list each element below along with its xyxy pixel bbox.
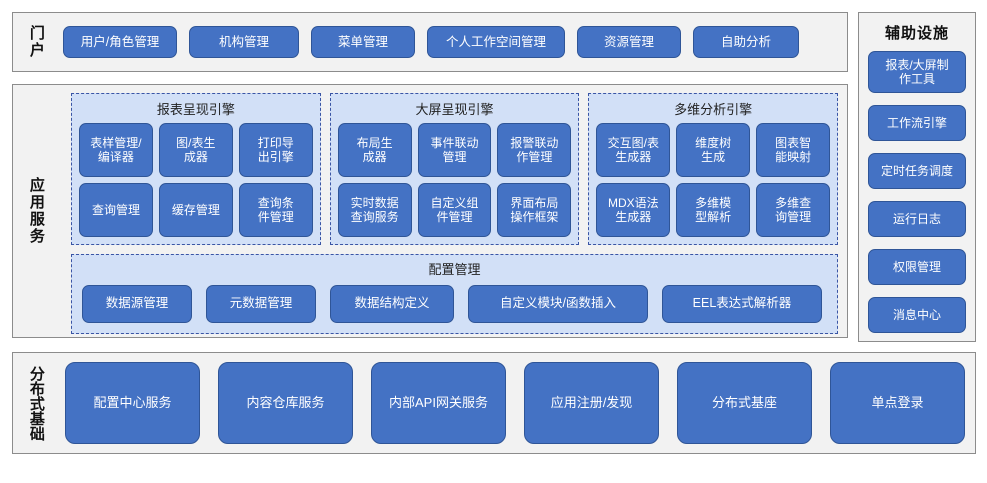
- dist-item-internal-api-gateway-service[interactable]: 内部API网关服务: [371, 362, 506, 444]
- dist-item-application-registration-discovery[interactable]: 应用注册/发现: [524, 362, 659, 444]
- aux-item-message-center[interactable]: 消息中心: [868, 297, 966, 333]
- aux-item-scheduled-task-scheduler[interactable]: 定时任务调度: [868, 153, 966, 189]
- engine-title: 多维分析引擎: [674, 102, 753, 117]
- distributed-foundation-item-list: 配置中心服务 内容仓库服务 内部API网关服务 应用注册/发现 分布式基座 单点…: [65, 362, 965, 444]
- portal-section-label: 门户: [27, 25, 45, 59]
- engine-item-mdx-syntax-generator[interactable]: MDX语法 生成器: [596, 183, 671, 237]
- application-service-section: 应用服务 报表呈现引擎 表样管理/ 编译器 图/表生 成器 打印导 出引擎 查询…: [12, 84, 848, 338]
- portal-item-list: 用户/角色管理 机构管理 菜单管理 个人工作空间管理 资源管理 自助分析: [63, 13, 841, 71]
- auxiliary-facilities-section: 辅助设施 报表/大屏制 作工具 工作流引擎 定时任务调度 运行日志 权限管理 消…: [858, 12, 976, 342]
- engine-title: 报表呈现引擎: [156, 102, 235, 117]
- configuration-management-group: 配置管理 数据源管理 元数据管理 数据结构定义 自定义模块/函数插入 EEL表达…: [71, 254, 838, 334]
- engine-title: 大屏呈现引擎: [415, 102, 494, 117]
- config-item-metadata-management[interactable]: 元数据管理: [206, 284, 316, 323]
- auxiliary-facilities-item-list: 报表/大屏制 作工具 工作流引擎 定时任务调度 运行日志 权限管理 消息中心: [868, 51, 966, 333]
- engine-report-rendering: 报表呈现引擎 表样管理/ 编译器 图/表生 成器 打印导 出引擎 查询管理 缓存…: [71, 93, 321, 245]
- portal-item-menu-management[interactable]: 菜单管理: [311, 26, 415, 58]
- config-item-custom-module-function-insertion[interactable]: 自定义模块/函数插入: [468, 284, 648, 323]
- application-service-section-label: 应用服务: [27, 177, 45, 245]
- engine-item-grid: 交互图/表 生成器 维度树 生成 图表智 能映射 MDX语法 生成器 多维模 型…: [596, 123, 831, 237]
- aux-item-runtime-log[interactable]: 运行日志: [868, 201, 966, 237]
- engine-item-chart-smart-mapping[interactable]: 图表智 能映射: [756, 123, 831, 177]
- portal-item-user-role-management[interactable]: 用户/角色管理: [63, 26, 177, 58]
- distributed-foundation-section-label: 分布式基础: [27, 365, 45, 441]
- engine-item-event-linkage-management[interactable]: 事件联动 管理: [417, 123, 492, 177]
- engine-item-grid: 表样管理/ 编译器 图/表生 成器 打印导 出引擎 查询管理 缓存管理 查询条 …: [79, 123, 313, 237]
- config-item-datasource-management[interactable]: 数据源管理: [82, 284, 192, 323]
- engine-item-multidimensional-query-management[interactable]: 多维查 询管理: [756, 183, 831, 237]
- config-item-data-structure-definition[interactable]: 数据结构定义: [330, 284, 454, 323]
- engine-item-multidimensional-model-parsing[interactable]: 多维模 型解析: [676, 183, 751, 237]
- dist-item-distributed-base[interactable]: 分布式基座: [677, 362, 812, 444]
- aux-item-report-dashboard-authoring-tool[interactable]: 报表/大屏制 作工具: [868, 51, 966, 93]
- dist-item-single-sign-on[interactable]: 单点登录: [830, 362, 965, 444]
- config-item-eel-expression-parser[interactable]: EEL表达式解析器: [662, 284, 822, 323]
- engine-item-ui-layout-operation-framework[interactable]: 界面布局 操作框架: [497, 183, 572, 237]
- portal-item-organization-management[interactable]: 机构管理: [189, 26, 299, 58]
- engine-item-layout-generator[interactable]: 布局生 成器: [337, 123, 412, 177]
- engine-multidimensional-analysis: 多维分析引擎 交互图/表 生成器 维度树 生成 图表智 能映射 MDX语法 生成…: [588, 93, 839, 245]
- engine-item-alarm-linkage-action-management[interactable]: 报警联动 作管理: [497, 123, 572, 177]
- engine-item-report-template-compiler[interactable]: 表样管理/ 编译器: [79, 123, 153, 177]
- engine-item-query-condition-management[interactable]: 查询条 件管理: [238, 183, 313, 237]
- distributed-foundation-section: 分布式基础 配置中心服务 内容仓库服务 内部API网关服务 应用注册/发现 分布…: [12, 352, 976, 454]
- aux-item-workflow-engine[interactable]: 工作流引擎: [868, 105, 966, 141]
- dist-item-content-repository-service[interactable]: 内容仓库服务: [218, 362, 353, 444]
- engine-item-query-management[interactable]: 查询管理: [79, 183, 153, 237]
- engine-item-chart-table-generator[interactable]: 图/表生 成器: [158, 123, 233, 177]
- portal-item-resource-management[interactable]: 资源管理: [577, 26, 681, 58]
- engine-large-screen-rendering: 大屏呈现引擎 布局生 成器 事件联动 管理 报警联动 作管理 实时数据 查询服务…: [329, 93, 580, 245]
- aux-item-permission-management[interactable]: 权限管理: [868, 249, 966, 285]
- portal-item-personal-workspace-management[interactable]: 个人工作空间管理: [427, 26, 565, 58]
- configuration-management-title: 配置管理: [428, 262, 481, 277]
- engine-item-custom-component-management[interactable]: 自定义组 件管理: [417, 183, 492, 237]
- auxiliary-facilities-title: 辅助设施: [884, 25, 949, 42]
- engine-item-grid: 布局生 成器 事件联动 管理 报警联动 作管理 实时数据 查询服务 自定义组 件…: [337, 123, 572, 237]
- engine-item-cache-management[interactable]: 缓存管理: [158, 183, 233, 237]
- configuration-management-item-list: 数据源管理 元数据管理 数据结构定义 自定义模块/函数插入 EEL表达式解析器: [82, 282, 827, 325]
- portal-item-self-service-analysis[interactable]: 自助分析: [693, 26, 799, 58]
- engine-item-dimension-tree-generation[interactable]: 维度树 生成: [676, 123, 751, 177]
- engine-item-interactive-chart-table-generator[interactable]: 交互图/表 生成器: [596, 123, 671, 177]
- portal-section: 门户 用户/角色管理 机构管理 菜单管理 个人工作空间管理 资源管理 自助分析: [12, 12, 848, 72]
- engine-item-print-export-engine[interactable]: 打印导 出引擎: [238, 123, 313, 177]
- application-service-body: 报表呈现引擎 表样管理/ 编译器 图/表生 成器 打印导 出引擎 查询管理 缓存…: [71, 93, 839, 334]
- dist-item-config-center-service[interactable]: 配置中心服务: [65, 362, 200, 444]
- engine-item-realtime-data-query-service[interactable]: 实时数据 查询服务: [337, 183, 412, 237]
- engine-group-row: 报表呈现引擎 表样管理/ 编译器 图/表生 成器 打印导 出引擎 查询管理 缓存…: [71, 93, 839, 245]
